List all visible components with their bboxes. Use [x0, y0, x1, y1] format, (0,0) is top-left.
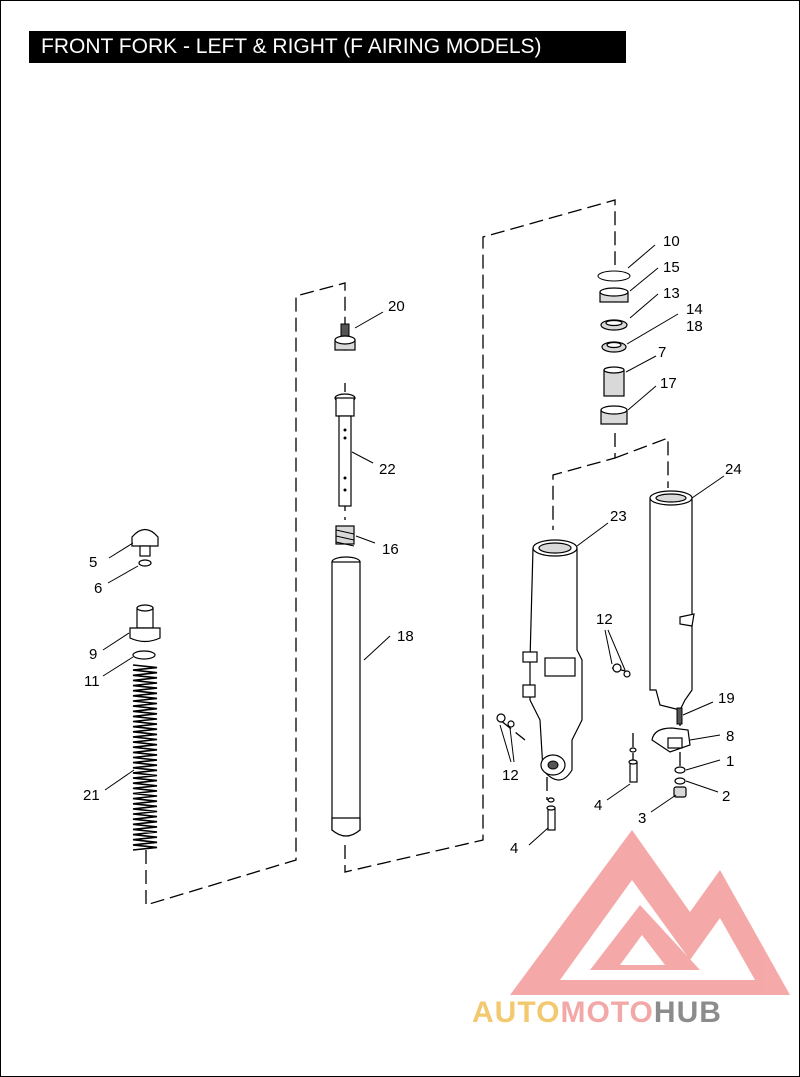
leader-lines — [102, 244, 725, 846]
callout-6: 6 — [94, 580, 102, 597]
part-14-seal — [601, 341, 627, 353]
part-12-screw-right — [612, 663, 631, 678]
part-17-bushing — [600, 405, 628, 425]
callout-14: 14 — [686, 301, 703, 318]
part-4-screw-right — [628, 747, 638, 783]
callout-23: 23 — [610, 508, 627, 525]
callout-labels: 1 2 3 4 4 5 6 7 8 9 10 11 12 12 13 14 15… — [83, 233, 742, 857]
part-24-right-slider — [649, 490, 695, 711]
callout-16: 16 — [382, 541, 399, 558]
callout-2: 2 — [722, 788, 730, 805]
callout-3: 3 — [638, 810, 646, 827]
part-13-washer — [600, 319, 628, 331]
part-10-retaining-ring — [597, 270, 631, 282]
callout-17: 17 — [660, 375, 677, 392]
callout-7: 7 — [658, 344, 666, 361]
callout-20: 20 — [388, 298, 405, 315]
callout-9: 9 — [89, 646, 97, 663]
callout-22: 22 — [379, 461, 396, 478]
callout-13: 13 — [663, 285, 680, 302]
callout-15: 15 — [663, 259, 680, 276]
watermark-wordmark: AUTOMOTOHUB — [472, 996, 722, 1030]
callout-4: 4 — [510, 840, 518, 857]
watermark-part-2: MOTO — [560, 996, 654, 1029]
part-19-drain-screw — [676, 707, 683, 725]
spring-coil — [132, 664, 158, 851]
page-title: FRONT FORK - LEFT & RIGHT (F AIRING MODE… — [29, 31, 626, 63]
watermark-part-3: HUB — [653, 996, 722, 1029]
part-3-nut — [673, 786, 687, 798]
part-8-axle-cap — [651, 727, 691, 753]
callout-18: 18 — [397, 628, 414, 645]
callout-5: 5 — [89, 554, 97, 571]
part-4-screw-left — [546, 797, 556, 831]
callout-10: 10 — [663, 233, 680, 250]
callout-4: 4 — [594, 797, 602, 814]
part-1-washer — [674, 766, 686, 774]
part-11-washer — [132, 650, 156, 660]
watermark-logo-icon — [510, 830, 790, 995]
part-12-screw-left — [496, 713, 515, 728]
callout-12: 12 — [502, 767, 519, 784]
part-7-spacer — [603, 366, 625, 397]
part-15-bushing — [599, 287, 629, 303]
part-21-fork-spring — [132, 664, 158, 851]
part-2-lockwasher — [674, 777, 686, 785]
part-16-rebound-spring — [335, 525, 355, 547]
part-23-left-slider — [522, 539, 583, 781]
part-18-fork-tube — [331, 556, 361, 837]
callout-18: 18 — [686, 318, 703, 335]
callout-19: 19 — [718, 690, 735, 707]
part-6-o-ring — [138, 559, 152, 567]
assembly-dashed-lines — [145, 199, 681, 906]
part-20-valve — [334, 323, 356, 351]
callout-24: 24 — [725, 461, 742, 478]
part-22-damper-tube — [334, 393, 356, 507]
callout-1: 1 — [726, 753, 734, 770]
part-9-spacer — [129, 604, 161, 643]
callout-21: 21 — [83, 787, 100, 804]
part-5-bolt — [131, 528, 159, 557]
callout-11: 11 — [84, 673, 100, 690]
callout-12: 12 — [596, 611, 613, 628]
callout-8: 8 — [726, 728, 734, 745]
watermark-part-1: AUTO — [472, 996, 561, 1029]
